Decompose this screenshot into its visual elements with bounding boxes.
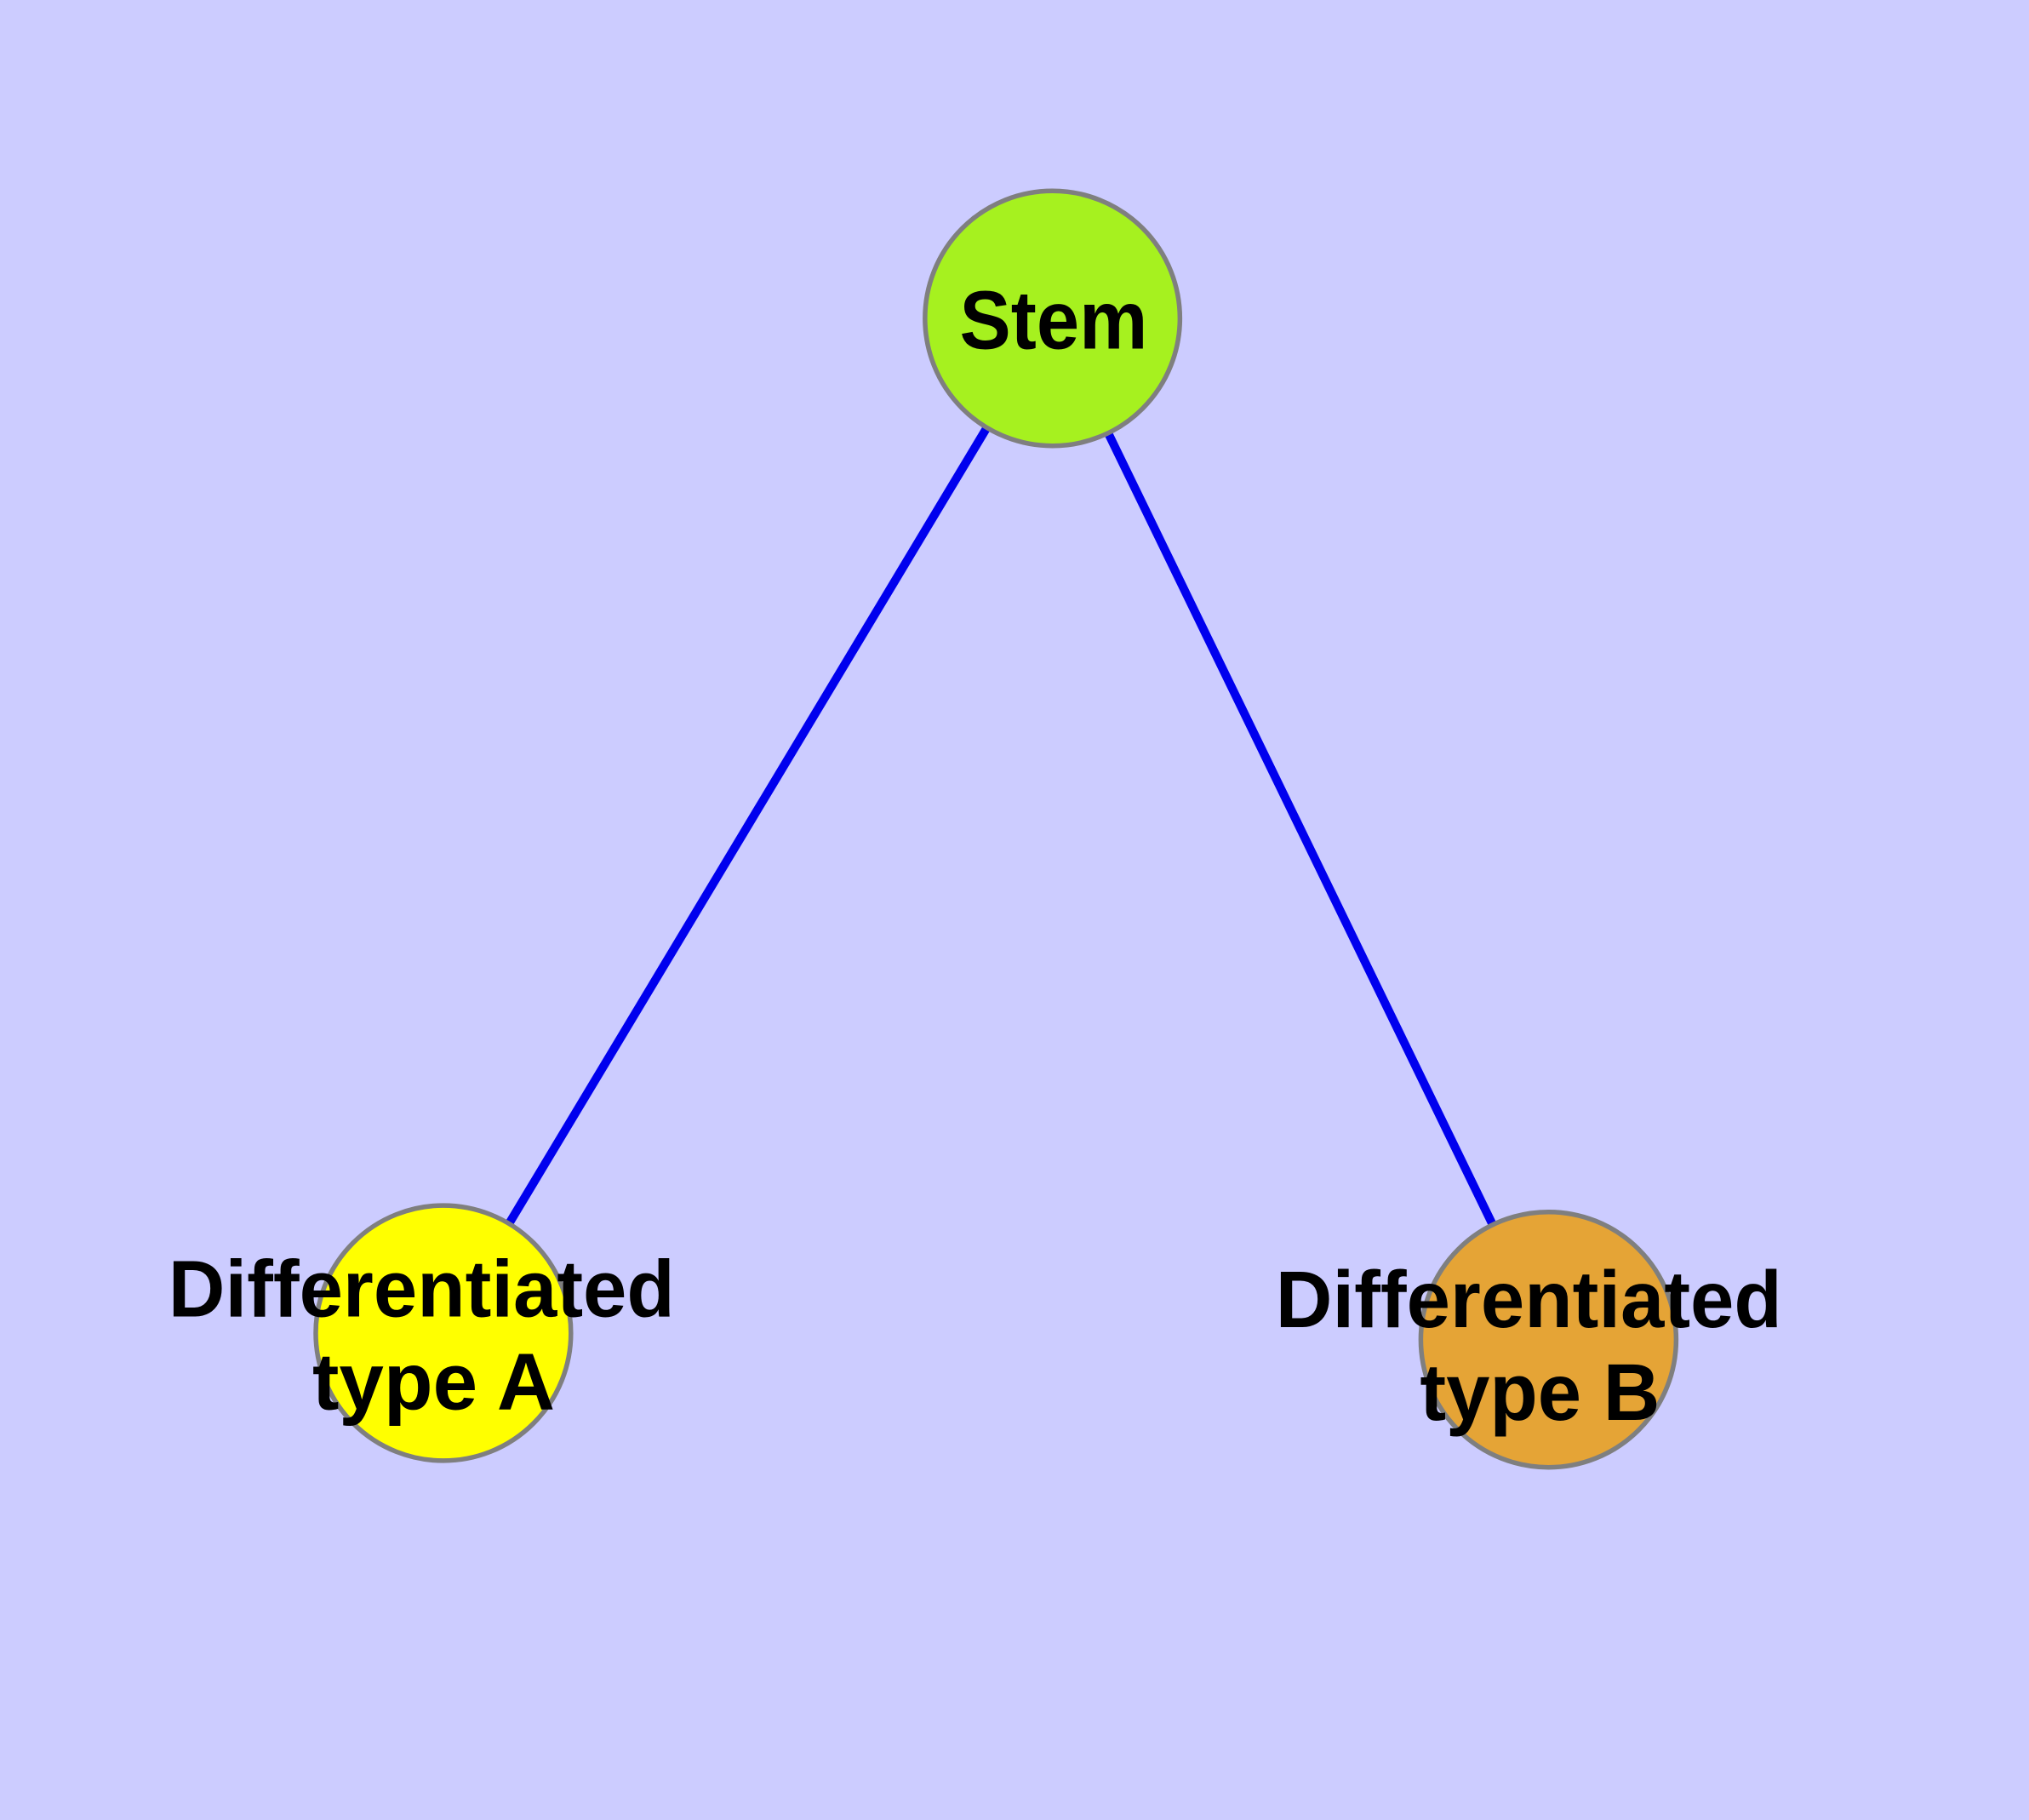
- svg-text:Differentiated: Differentiated: [169, 1245, 675, 1335]
- svg-text:type B: type B: [1420, 1348, 1660, 1438]
- svg-text:Stem: Stem: [960, 274, 1148, 367]
- svg-text:Differentiated: Differentiated: [1276, 1255, 1782, 1345]
- svg-text:type A: type A: [312, 1337, 555, 1428]
